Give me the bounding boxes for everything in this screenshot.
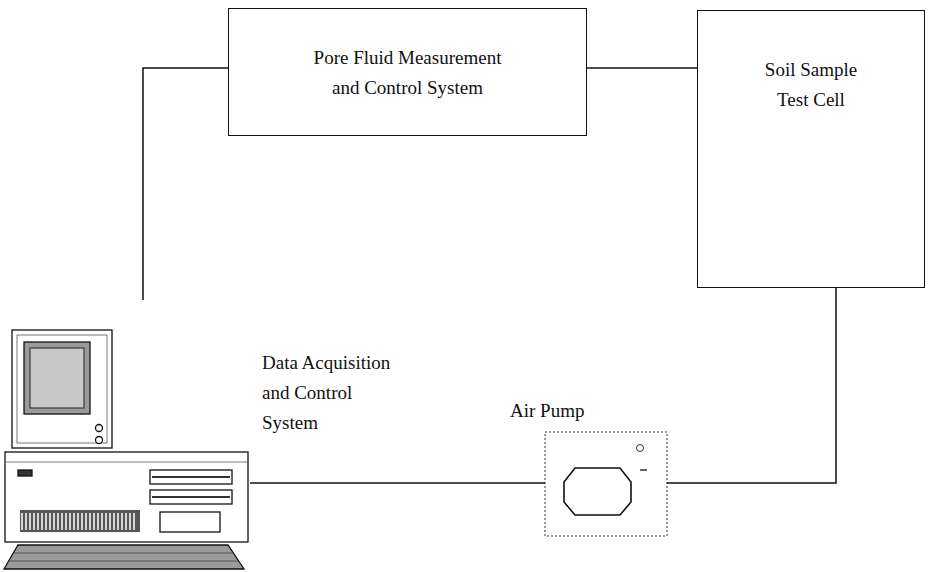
node-label: Soil Sample Test Cell <box>756 55 866 115</box>
connector-line <box>667 288 836 483</box>
computer-illustration <box>4 330 248 569</box>
node-label: Pore Fluid Measurement and Control Syste… <box>302 43 514 103</box>
connector-line <box>587 68 697 69</box>
pump-node: Air Pump <box>505 396 670 538</box>
computer-node: Data Acquisition and Control System <box>0 300 420 572</box>
air-pump-illustration <box>545 432 667 536</box>
process-box: Pore Fluid Measurement and Control Syste… <box>228 8 587 136</box>
process-box: Soil Sample Test Cell <box>697 10 925 288</box>
node-label: Data Acquisition and Control System <box>262 348 412 438</box>
connector-line <box>250 483 545 484</box>
connector-line <box>143 68 228 300</box>
node-label: Air Pump <box>510 396 584 426</box>
